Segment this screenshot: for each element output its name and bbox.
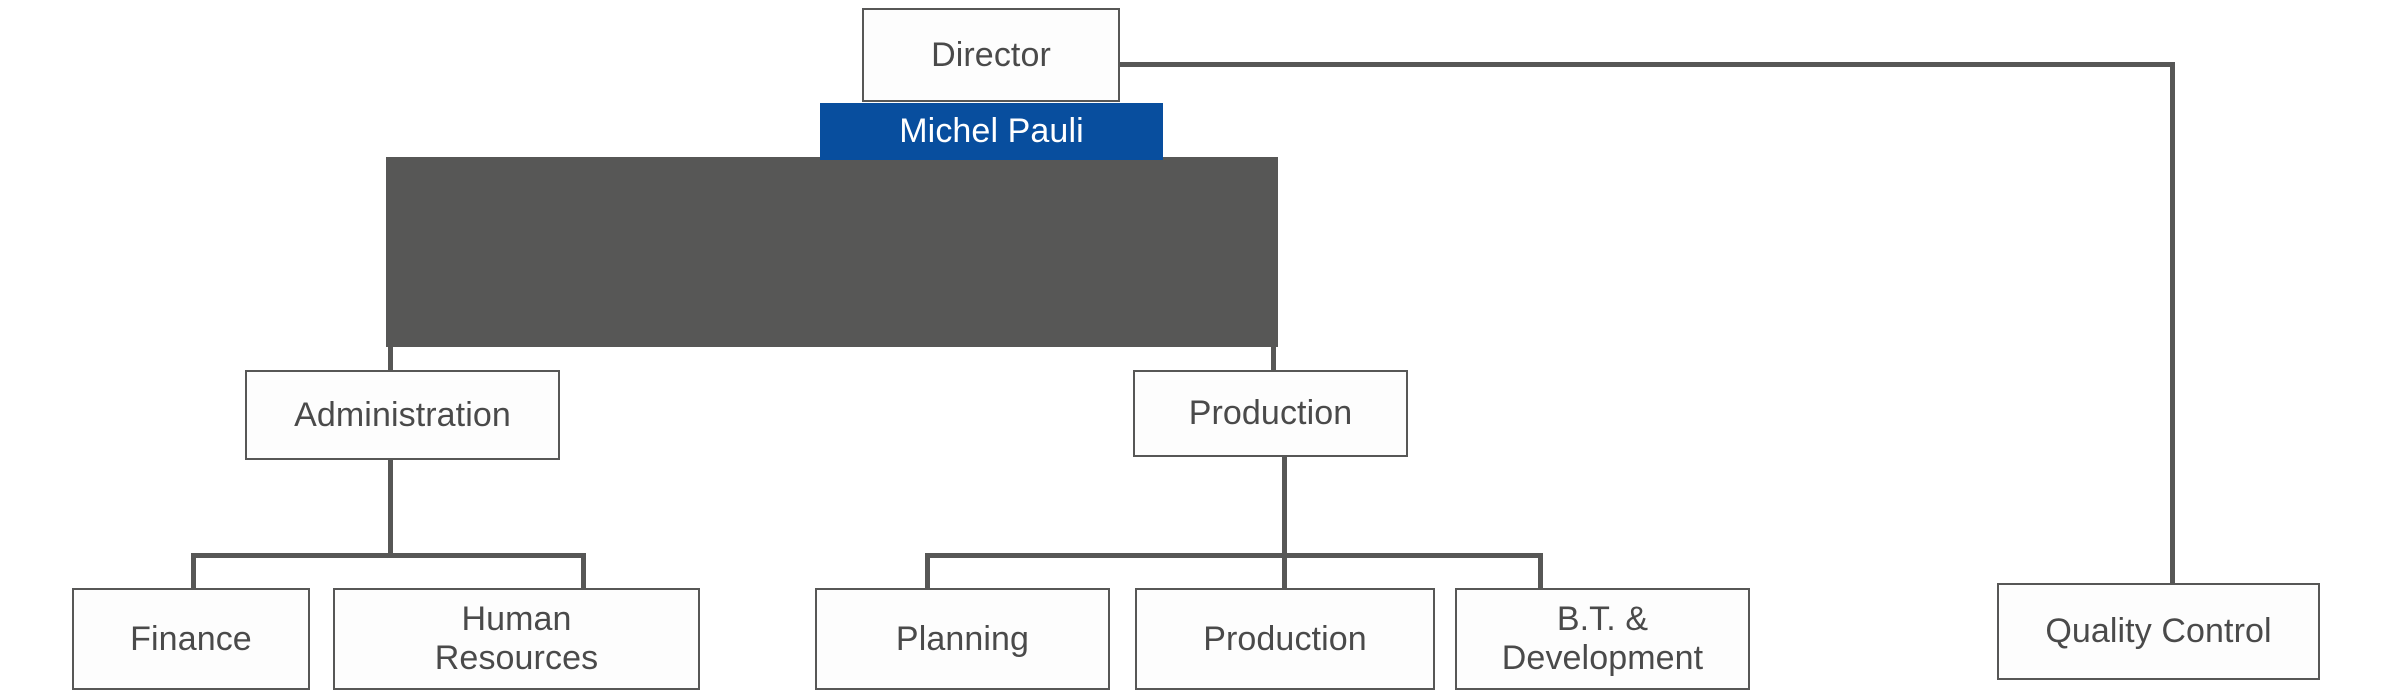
node-production[interactable]: Production: [1133, 370, 1408, 457]
connector-bus-to-planning: [925, 553, 930, 590]
connector-bus-to-bt-development: [1538, 553, 1543, 590]
node-quality-control[interactable]: Quality Control: [1997, 583, 2320, 680]
connector-director-to-quality-control-vertical: [2170, 62, 2175, 585]
node-production-sub[interactable]: Production: [1135, 588, 1435, 690]
node-administration[interactable]: Administration: [245, 370, 560, 460]
connector-production-bus: [925, 553, 1543, 558]
node-finance[interactable]: Finance: [72, 588, 310, 690]
connector-administration-drop: [388, 458, 393, 555]
node-michel-pauli[interactable]: Michel Pauli: [820, 103, 1163, 160]
connector-block-to-production: [1271, 340, 1276, 374]
connector-director-to-quality-control-horizontal: [1118, 62, 2175, 67]
node-human-resources[interactable]: Human Resources: [333, 588, 700, 690]
node-director[interactable]: Director: [862, 8, 1120, 102]
node-planning[interactable]: Planning: [815, 588, 1110, 690]
connector-production-drop: [1282, 455, 1287, 555]
connector-bus-to-finance: [191, 553, 196, 590]
connector-bus-to-production-sub: [1282, 553, 1287, 590]
connector-bus-to-human-resources: [581, 553, 586, 590]
connector-block-to-administration: [388, 340, 393, 374]
node-bt-development[interactable]: B.T. & Development: [1455, 588, 1750, 690]
gray-mass-block: [386, 157, 1278, 347]
connector-administration-bus: [191, 553, 586, 558]
